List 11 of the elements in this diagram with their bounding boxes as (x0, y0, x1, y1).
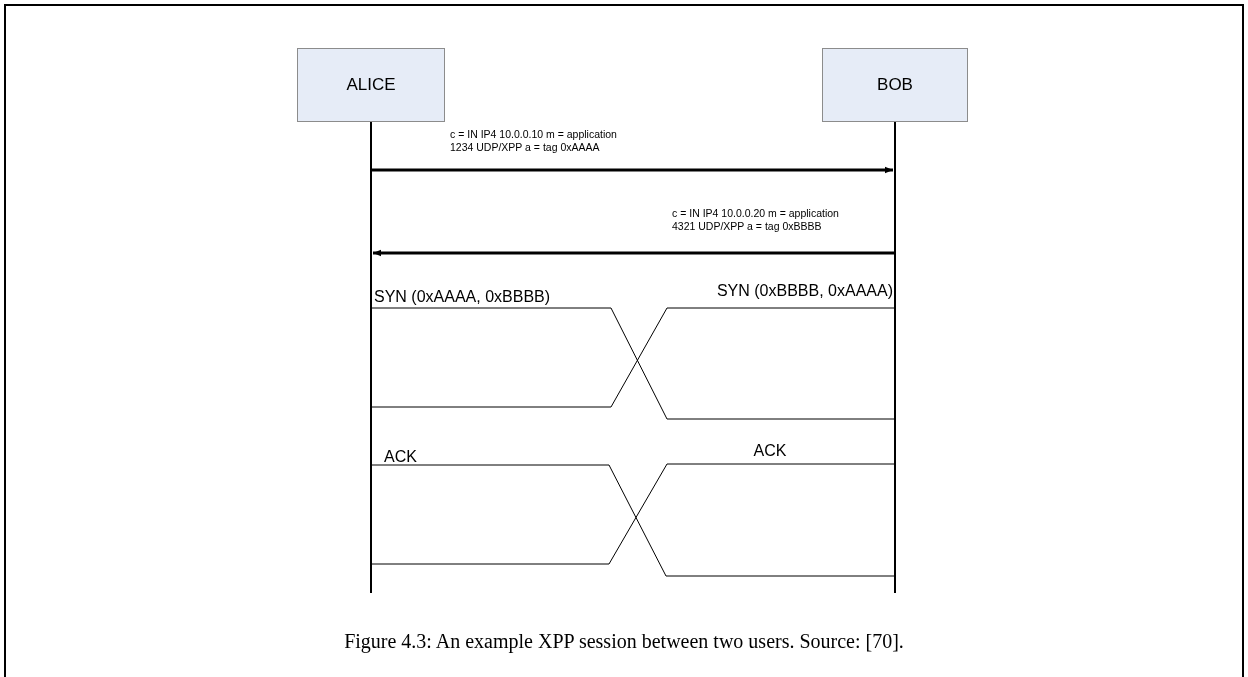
participant-name: BOB (877, 74, 913, 97)
edge-label: SYN (0xAAAA, 0xBBBB) (374, 288, 552, 306)
edge-label: c = IN IP4 10.0.0.20 m = application 4321 UDP/XPP a = tag 0xBBBB (672, 207, 840, 233)
edge-label: c = IN IP4 10.0.0.10 m = application 1234 UDP/XPP a = tag 0xAAAA (450, 128, 618, 154)
edge-label: ACK (384, 448, 418, 466)
arrow (373, 249, 895, 257)
edge-label: SYN (0xBBBB, 0xAAAA) (715, 282, 893, 300)
participant-name: ALICE (346, 74, 396, 97)
edge-label: ACK (752, 442, 788, 460)
arrow (371, 166, 893, 174)
figure-caption: Figure 4.3: An example XPP session between two users. Source: [70]. (343, 629, 905, 655)
